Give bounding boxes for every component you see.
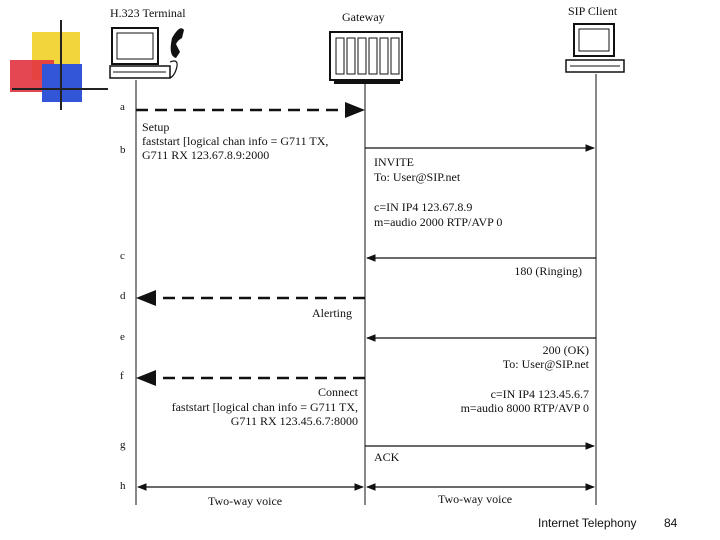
- step-label-a: a: [120, 101, 125, 113]
- ringing-label: 180 (Ringing): [514, 264, 582, 278]
- setup-rx-label: G711 RX 123.67.8.9:2000: [142, 148, 270, 162]
- step-label-e: e: [120, 331, 125, 343]
- voice-right-label: Two-way voice: [438, 492, 513, 506]
- voice-left-label: Two-way voice: [208, 494, 283, 508]
- ok-m-label: m=audio 8000 RTP/AVP 0: [460, 401, 589, 415]
- gateway-icon: [329, 31, 403, 84]
- sip-client-label: SIP Client: [568, 4, 618, 18]
- ack-label: ACK: [374, 450, 400, 464]
- gateway-label: Gateway: [342, 10, 385, 24]
- decor-blue-square: [42, 64, 82, 102]
- setup-label: Setup: [142, 120, 170, 134]
- step-label-f: f: [120, 370, 124, 382]
- ok-label: 200 (OK): [542, 343, 589, 357]
- step-label-g: g: [120, 439, 126, 451]
- page-number: 84: [664, 516, 678, 530]
- setup-faststart-label: faststart [logical chan info = G711 TX,: [142, 134, 329, 148]
- step-label-d: d: [120, 290, 126, 302]
- step-label-b: b: [120, 144, 126, 156]
- invite-m-label: m=audio 2000 RTP/AVP 0: [374, 215, 503, 229]
- decor-horizontal-line: [12, 88, 108, 90]
- h323-terminal-label: H.323 Terminal: [110, 6, 186, 20]
- connect-rx-label: G711 RX 123.45.6.7:8000: [230, 414, 358, 428]
- connect-label: Connect: [318, 385, 358, 399]
- step-label-c: c: [120, 250, 125, 262]
- step-label-h: h: [120, 480, 126, 492]
- invite-c-label: c=IN IP4 123.67.8.9: [374, 200, 473, 214]
- invite-label: INVITE: [374, 155, 414, 169]
- invite-to-label: To: User@SIP.net: [374, 170, 461, 184]
- connect-faststart-label: faststart [logical chan info = G711 TX,: [171, 400, 358, 414]
- footer-title: Internet Telephony: [538, 516, 637, 530]
- ok-to-label: To: User@SIP.net: [502, 357, 589, 371]
- alerting-label: Alerting: [312, 306, 352, 320]
- ok-c-label: c=IN IP4 123.45.6.7: [490, 387, 589, 401]
- decor-vertical-line: [60, 20, 62, 110]
- h323-terminal-icon: [109, 27, 184, 79]
- sip-client-icon: [565, 23, 625, 73]
